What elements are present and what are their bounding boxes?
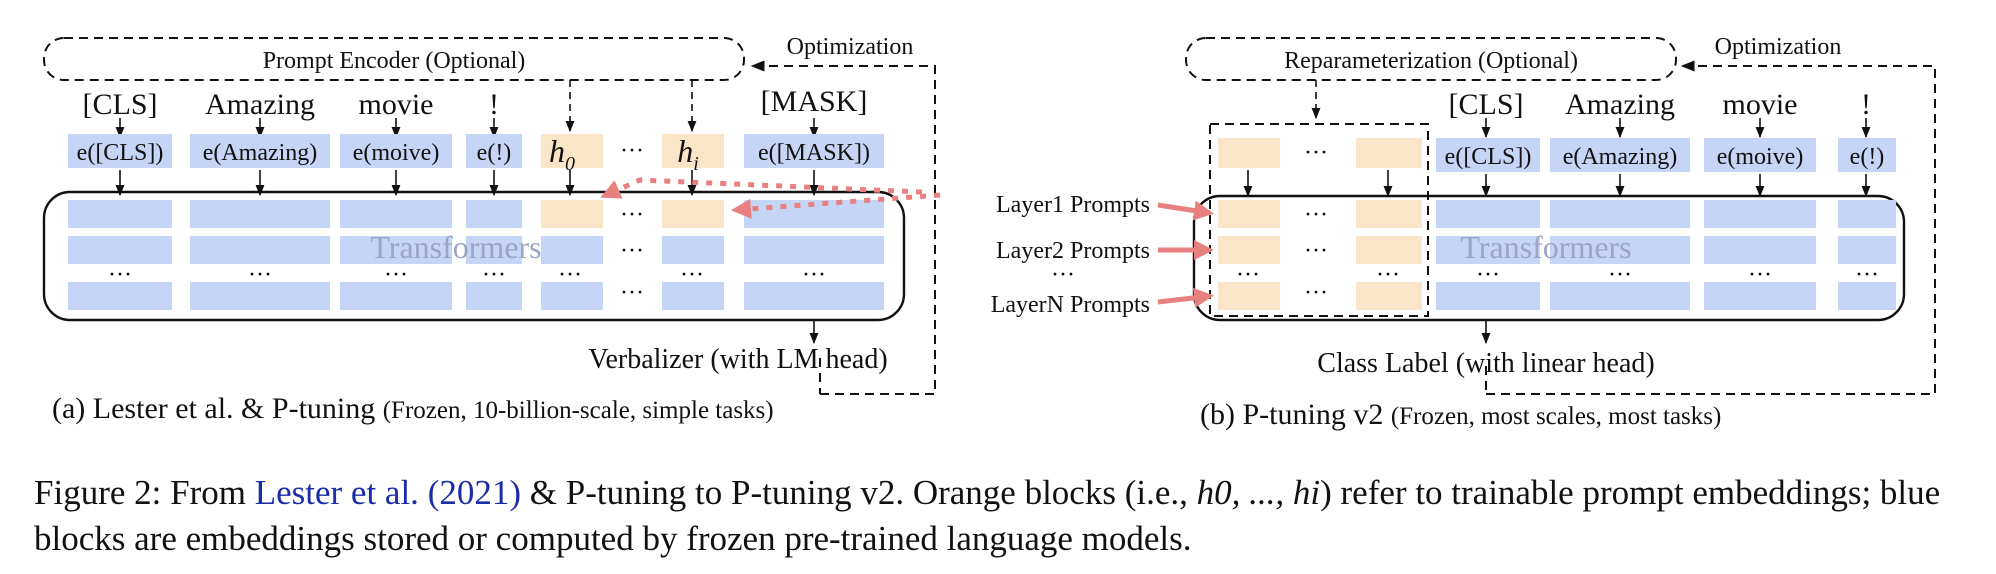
token-cls: [CLS]: [83, 88, 158, 121]
embedding-cls-right-label: e([CLS]): [1445, 144, 1532, 170]
transformer-ellipsis: ···: [248, 262, 272, 288]
layer2-prompts-label: Layer2 Prompts: [996, 238, 1150, 264]
class-label: Class Label (with linear head): [1317, 348, 1654, 379]
verbalizer-label: Verbalizer (with LM head): [588, 344, 887, 375]
ellipsis-prompts: ···: [620, 138, 644, 164]
transformer-ellipsis: ···: [802, 262, 826, 288]
transformer-cells-left: [68, 200, 884, 310]
transformer-ellipsis: ···: [1748, 262, 1772, 288]
transformer-ellipsis: ···: [620, 238, 644, 264]
architecture-diagram: Prompt Encoder (Optional) Optimization […: [42, 34, 1936, 431]
optimization-loop-left: [750, 60, 936, 395]
transformers-block-left: [42, 190, 906, 322]
red-arrow-h0: [600, 177, 923, 199]
embedding-exclaim-label: e(!): [477, 140, 512, 166]
subcaption-left: (a) Lester et al. & P-tuning (Frozen, 10…: [52, 392, 774, 425]
embedding-mask-label: e([MASK]): [758, 140, 870, 166]
transformer-ellipsis: ···: [1608, 262, 1632, 288]
transformer-ellipsis: ···: [1236, 262, 1260, 288]
embedding-movie-right-label: e(moive): [1717, 144, 1804, 170]
embedding-cls: [68, 134, 172, 168]
embedding-cls-label: e([CLS]): [77, 140, 164, 166]
token-mask: [MASK]: [761, 85, 868, 118]
embedding-exclaim-right: [1838, 138, 1896, 172]
transformers-label-right: Transformers: [1460, 229, 1631, 265]
transformer-ellipsis: ···: [558, 262, 582, 288]
transformer-ellipsis: ···: [482, 262, 506, 288]
optimization-label-left: Optimization: [787, 34, 914, 60]
transformer-ellipsis: ···: [1376, 262, 1400, 288]
prompt-h0-label: h0: [549, 133, 575, 175]
token-movie: movie: [359, 88, 434, 121]
transformer-ellipsis: ···: [108, 262, 132, 288]
embedding-exclaim-right-label: e(!): [1850, 144, 1885, 170]
prompt-encoder-label: Prompt Encoder (Optional): [263, 48, 526, 74]
citation-link[interactable]: Lester et al. (2021): [254, 473, 521, 512]
transformer-ellipsis: ···: [1476, 262, 1500, 288]
token-exclaim: !: [489, 88, 499, 121]
red-arrow-hi: [731, 192, 941, 219]
caption-part3: ) refer to trainable prompt embeddings; …: [34, 473, 1941, 558]
embedding-cls-right: [1436, 138, 1540, 172]
transformer-cells-right: [1218, 200, 1896, 310]
prompt-embedding-hi: [662, 134, 724, 168]
prompt-cell: [1218, 138, 1280, 168]
caption-part2: & P-tuning to P-tuning v2. Orange blocks…: [529, 473, 1188, 512]
embedding-exclaim: [466, 134, 522, 168]
transformer-ellipsis: ···: [1304, 238, 1328, 264]
transformer-ellipsis: ···: [1304, 280, 1328, 306]
optimization-loop-right: [1486, 60, 1936, 395]
embedding-amazing-label: e(Amazing): [203, 140, 318, 166]
prompt-encoder-box: [43, 37, 745, 81]
caption-part1: From: [170, 473, 246, 512]
token-amazing: Amazing: [205, 88, 315, 121]
transformer-ellipsis: ···: [620, 202, 644, 228]
subcaption-right: (b) P-tuning v2 (Frozen, most scales, mo…: [1200, 398, 1721, 431]
reparameterization-box: [1185, 37, 1677, 81]
token-movie-right: movie: [1723, 88, 1798, 121]
caption-math: h0, ..., hi: [1196, 473, 1321, 512]
token-exclaim-right: !: [1861, 88, 1871, 121]
red-arrow-layerN: [1157, 287, 1214, 308]
prompt-embedding-h0: [541, 134, 603, 168]
layer1-prompts-label: Layer1 Prompts: [996, 192, 1150, 218]
left-panel: Prompt Encoder (Optional) Optimization […: [42, 34, 941, 425]
embedding-movie-label: e(moive): [353, 140, 440, 166]
figure-label: Figure 2:: [34, 473, 162, 512]
prompt-ellipsis: ···: [1304, 140, 1328, 166]
optimization-label-right: Optimization: [1715, 34, 1842, 60]
embedding-amazing: [190, 134, 330, 168]
figure-caption: Figure 2: From Lester et al. (2021) & P-…: [34, 470, 1964, 562]
embedding-mask: [744, 134, 884, 168]
transformer-ellipsis: ···: [384, 262, 408, 288]
prompt-cell: [1356, 138, 1422, 168]
token-cls-right: [CLS]: [1449, 88, 1524, 121]
reparameterization-label: Reparameterization (Optional): [1284, 48, 1578, 74]
right-panel: Reparameterization (Optional) Optimizati…: [991, 34, 1936, 431]
transformer-ellipsis: ···: [1304, 202, 1328, 228]
prompt-hi-label: hi: [677, 133, 699, 175]
red-arrow-layer1: [1157, 200, 1214, 221]
transformer-ellipsis: ···: [620, 280, 644, 306]
transformer-ellipsis: ···: [1855, 262, 1879, 288]
embedding-amazing-right-label: e(Amazing): [1563, 144, 1678, 170]
layerN-prompts-label: LayerN Prompts: [991, 292, 1150, 318]
token-amazing-right: Amazing: [1565, 88, 1675, 121]
layer-dots-label: ···: [1051, 262, 1075, 288]
transformers-label-left: Transformers: [370, 229, 541, 265]
embedding-movie-right: [1704, 138, 1816, 172]
embedding-amazing-right: [1550, 138, 1690, 172]
transformer-ellipsis: ···: [680, 262, 704, 288]
embedding-movie: [340, 134, 452, 168]
